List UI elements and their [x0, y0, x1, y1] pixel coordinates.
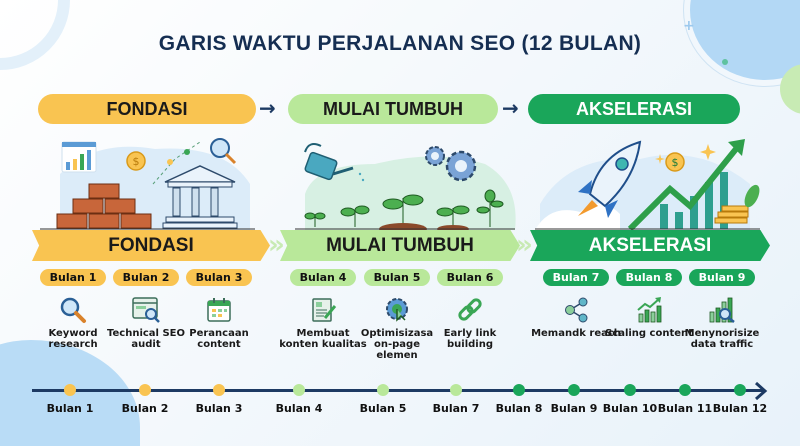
browser-audit-icon [132, 297, 160, 323]
calendar-icon [207, 298, 231, 322]
task-technical-seo-audit: Technical SEO audit [101, 296, 191, 350]
timeline-axis [32, 389, 764, 392]
banner-label: AKSELERASI [588, 234, 712, 256]
gear-click-icon [386, 298, 408, 322]
banner-akselerasi: AKSELERASI [530, 230, 770, 261]
timeline-label: Bulan 4 [275, 402, 323, 415]
task-label: Technical SEO audit [107, 328, 185, 350]
timeline-label: Bulan 2 [121, 402, 169, 415]
growth-bars-icon [660, 172, 728, 229]
timeline-dot [139, 384, 151, 396]
timeline-dot [624, 384, 636, 396]
month-pill-5: Bulan 5 [364, 269, 430, 286]
task-membuat-konten: Membuat konten kualitas [278, 296, 368, 350]
sprouts-icon [304, 189, 504, 227]
month-pill-2: Bulan 2 [113, 269, 179, 286]
month-pill-4: Bulan 4 [290, 269, 356, 286]
bank-building-icon [162, 165, 238, 229]
akselerasi-illustration: $ [535, 139, 760, 230]
background-circle-green [780, 64, 800, 114]
task-early-link-building: Early link building [425, 296, 515, 350]
timeline-arrowhead-icon [755, 381, 768, 401]
task-scaling-content: Scaling content [604, 296, 694, 339]
timeline-label: Bulan 8 [495, 402, 543, 415]
chevron-right-icon: » [516, 230, 533, 260]
magnifier-icon [60, 297, 86, 323]
timeline-label: Bulan 9 [550, 402, 598, 415]
chevron-right-icon: » [268, 230, 285, 260]
rocket-icon [578, 140, 642, 218]
task-label: Memandk reach [531, 328, 621, 339]
timeline-label: Bulan 10 [602, 402, 658, 415]
task-perancaan-content: Perancaan content [174, 296, 264, 350]
phase-pill-akselerasi: AKSELERASI [528, 94, 740, 124]
arrow-right-icon: → [259, 96, 276, 120]
task-label: Optimisizasa on-page elemen [360, 328, 434, 361]
svg-text:$: $ [133, 155, 140, 168]
phase-pill-fondasi: FONDASI [38, 94, 256, 124]
month-pill-1: Bulan 1 [40, 269, 106, 286]
chart-magnifier-icon [709, 297, 735, 323]
timeline-label: Bulan 7 [432, 402, 480, 415]
banner-fondasi: FONDASI [32, 230, 270, 261]
plus-sparkle-icon: + [683, 18, 695, 34]
task-label: Perancaan content [189, 328, 249, 350]
timeline-dot [213, 384, 225, 396]
task-label: Membuat konten kualitas [279, 328, 367, 350]
timeline-label: Bulan 11 [657, 402, 713, 415]
phase-pill-label: MULAI TUMBUH [323, 98, 463, 119]
document-edit-icon [312, 298, 337, 322]
watering-can-icon [304, 143, 365, 182]
coin-icon: $ [126, 151, 146, 171]
month-pill-7: Bulan 7 [543, 269, 609, 286]
magnifier-icon [210, 138, 237, 165]
timeline-dot [679, 384, 691, 396]
bar-chart-card-icon [61, 141, 97, 173]
timeline-label: Bulan 1 [46, 402, 94, 415]
timeline-dot [568, 384, 580, 396]
fondasi-illustration: $ [40, 138, 255, 230]
timeline-dot [64, 384, 76, 396]
task-label: Early link building [443, 328, 497, 350]
timeline-label: Bulan 3 [195, 402, 243, 415]
chain-link-icon [458, 298, 482, 321]
task-label: Keyword research [48, 328, 98, 350]
timeline-dot [734, 384, 746, 396]
timeline-dot [377, 384, 389, 396]
timeline-dot [293, 384, 305, 396]
growth-chart-icon [637, 297, 662, 323]
share-icon [565, 297, 588, 323]
timeline-dot [450, 384, 462, 396]
task-label: Menynorisize data traffic [684, 328, 760, 350]
coin-stack-icon [714, 205, 749, 224]
month-pill-9: Bulan 9 [689, 269, 755, 286]
timeline-label: Bulan 12 [712, 402, 768, 415]
phase-pill-mulai-tumbuh: MULAI TUMBUH [288, 94, 498, 124]
month-pill-8: Bulan 8 [616, 269, 682, 286]
task-optimisasi-on-page: Optimisizasa on-page elemen [352, 296, 442, 361]
task-keyword-research: Keyword research [28, 296, 118, 350]
month-pill-6: Bulan 6 [437, 269, 503, 286]
gears-icon [425, 146, 477, 182]
task-memandk-reach: Memandk reach [531, 296, 621, 339]
svg-text:$: $ [672, 156, 679, 169]
task-label: Scaling content [605, 328, 693, 339]
arrow-right-icon: → [502, 96, 519, 120]
timeline-label: Bulan 5 [359, 402, 407, 415]
month-pill-3: Bulan 3 [186, 269, 252, 286]
mulai-tumbuh-illustration [295, 143, 516, 230]
page-title: GARIS WAKTU PERJALANAN SEO (12 BULAN) [158, 32, 642, 55]
bricks-icon [56, 183, 152, 229]
banner-label: MULAI TUMBUH [326, 234, 474, 256]
timeline-dot [513, 384, 525, 396]
sparkle-icon [655, 144, 716, 164]
phase-pill-label: AKSELERASI [575, 98, 692, 119]
banner-mulai-tumbuh: MULAI TUMBUH [280, 230, 520, 261]
decorative-dot [722, 59, 728, 65]
phase-pill-label: FONDASI [106, 98, 188, 119]
dollar-coin-icon: $ [665, 152, 685, 172]
task-menynorisize-data-traffic: Menynorisize data traffic [677, 296, 767, 350]
banner-label: FONDASI [108, 234, 194, 256]
